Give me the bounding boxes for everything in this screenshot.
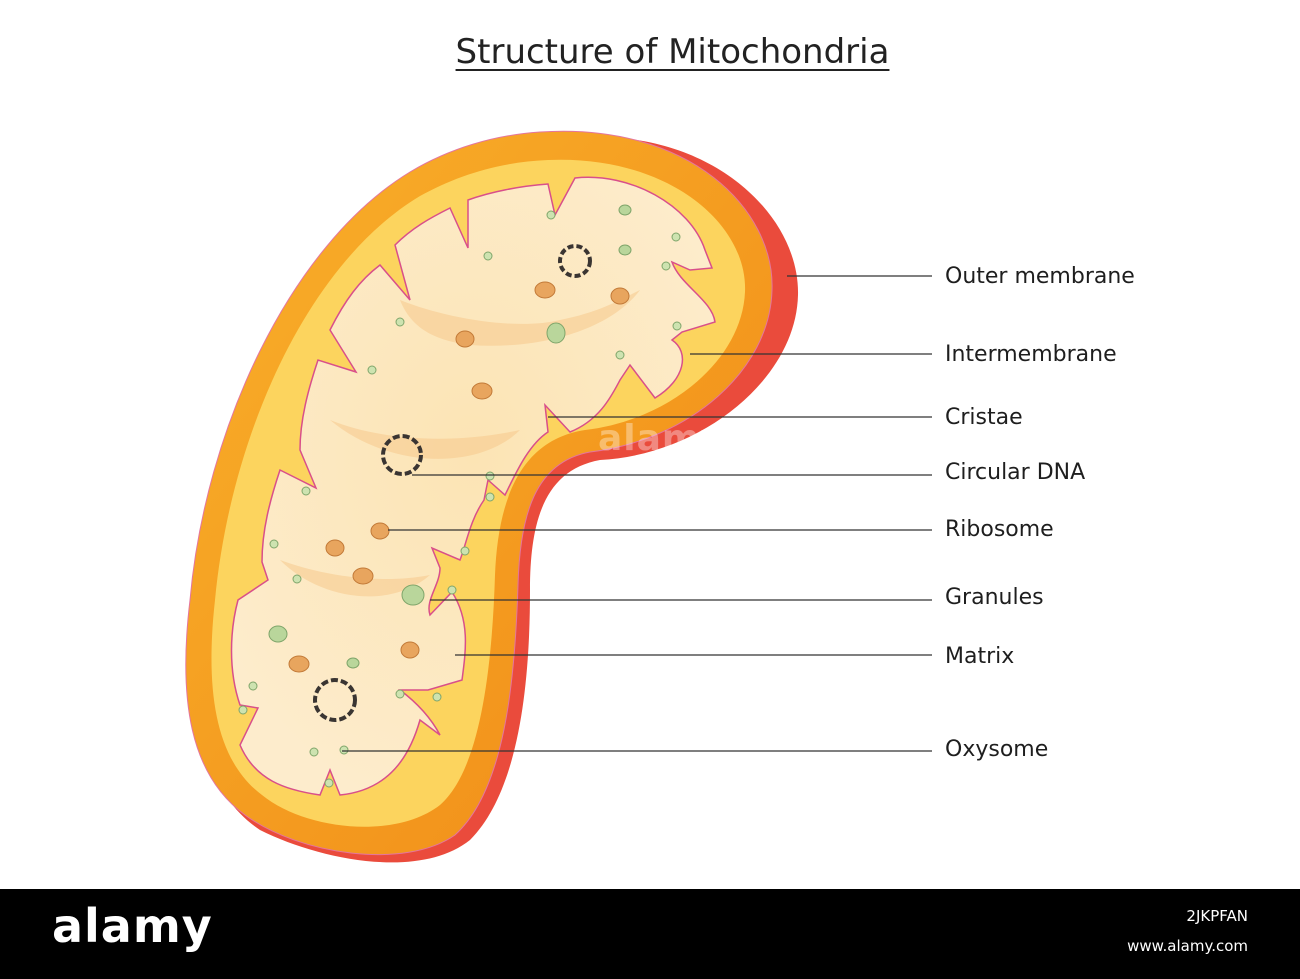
label-granules: Granules bbox=[945, 585, 1044, 610]
footer-site: www.alamy.com bbox=[1127, 937, 1248, 955]
footer-logo: alamy bbox=[52, 899, 213, 953]
label-circular-dna: Circular DNA bbox=[945, 460, 1086, 485]
footer-info: 2JKPFAN www.alamy.com bbox=[928, 901, 1248, 961]
label-outer-membrane: Outer membrane bbox=[945, 264, 1135, 289]
label-oxysome: Oxysome bbox=[945, 737, 1049, 762]
footer-bar: alamy 2JKPFAN www.alamy.com bbox=[0, 889, 1300, 979]
mitochondria-diagram bbox=[185, 130, 932, 863]
label-matrix: Matrix bbox=[945, 644, 1015, 669]
watermark-text: alamy bbox=[598, 418, 725, 459]
label-ribosome: Ribosome bbox=[945, 517, 1054, 542]
diagram-title: Structure of Mitochondria bbox=[455, 32, 890, 72]
inner-membrane-matrix bbox=[230, 176, 716, 796]
label-cristae: Cristae bbox=[945, 405, 1023, 430]
ribosomes bbox=[288, 281, 630, 673]
circular-dna bbox=[313, 244, 592, 722]
label-intermembrane: Intermembrane bbox=[945, 342, 1117, 367]
footer-image-id: 2JKPFAN bbox=[1186, 907, 1248, 925]
oxysomes bbox=[238, 210, 682, 788]
leader-lines bbox=[342, 275, 932, 752]
granules bbox=[268, 204, 632, 669]
